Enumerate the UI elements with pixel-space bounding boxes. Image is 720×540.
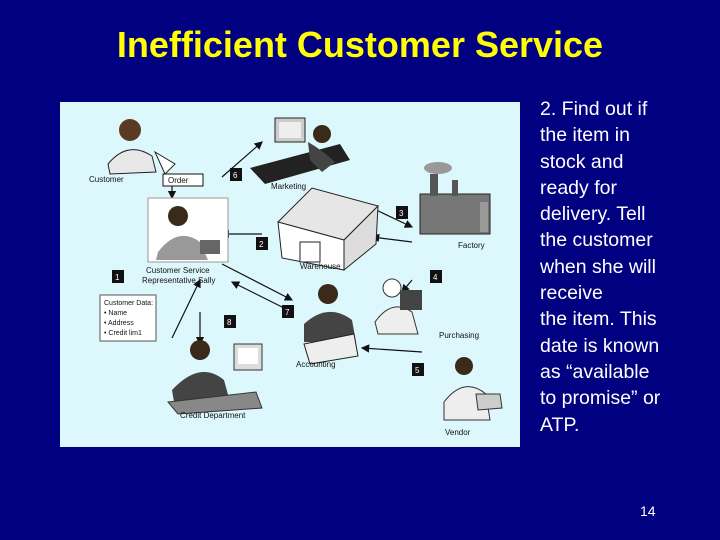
vendor-illustration xyxy=(444,357,502,420)
label-csr-line2: Representative Sally xyxy=(142,276,215,285)
credit-department-illustration xyxy=(168,340,262,414)
process-diagram: Customer Order Marketing 6 Factory 3 War… xyxy=(60,102,520,447)
purchasing-illustration xyxy=(375,279,422,334)
step-3: 3 xyxy=(399,209,404,218)
step-4: 4 xyxy=(433,273,438,282)
label-customer: Customer xyxy=(89,175,124,184)
label-warehouse: Warehouse xyxy=(300,262,341,271)
page-number: 14 xyxy=(640,503,656,519)
customer-data-title: Customer Data: xyxy=(104,300,153,307)
csr-illustration xyxy=(148,198,228,262)
accounting-illustration xyxy=(304,284,358,364)
label-credit-department: Credit Department xyxy=(180,411,246,420)
label-purchasing: Purchasing xyxy=(439,331,479,340)
factory-illustration xyxy=(420,162,490,234)
step-8: 8 xyxy=(227,318,232,327)
step-1: 1 xyxy=(115,273,120,282)
body-text: 2. Find out if the item in stock and rea… xyxy=(540,96,700,438)
label-factory: Factory xyxy=(458,241,485,250)
step-5: 5 xyxy=(415,366,420,375)
customer-data-item: • Credit lim1 xyxy=(104,330,142,337)
label-vendor: Vendor xyxy=(445,428,471,437)
customer-data-item: • Name xyxy=(104,310,127,317)
label-accounting: Accounting xyxy=(296,360,336,369)
step-2: 2 xyxy=(259,240,264,249)
label-marketing: Marketing xyxy=(271,182,306,191)
slide-title: Inefficient Customer Service xyxy=(0,24,720,66)
customer-data-item: • Address xyxy=(104,320,134,327)
label-order: Order xyxy=(168,176,189,185)
marketing-illustration xyxy=(250,118,350,184)
step-7: 7 xyxy=(285,308,290,317)
step-6: 6 xyxy=(233,171,238,180)
label-csr-line1: Customer Service xyxy=(146,266,210,275)
warehouse-illustration xyxy=(278,188,378,270)
customer-illustration xyxy=(108,119,175,174)
